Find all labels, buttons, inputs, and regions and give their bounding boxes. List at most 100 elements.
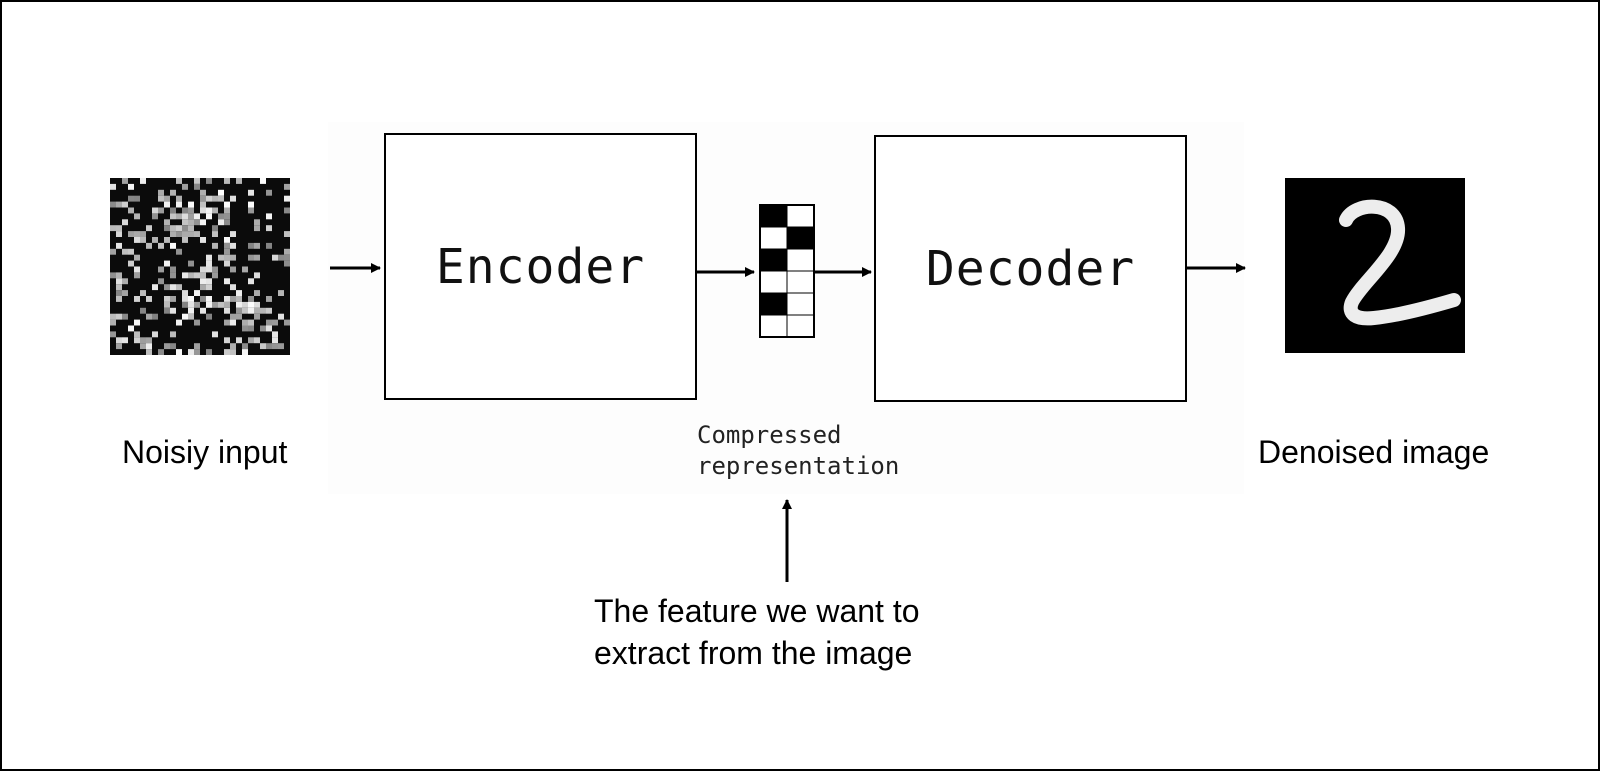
noise-pixel (188, 219, 194, 226)
noise-pixel (230, 242, 236, 249)
noise-pixel (128, 231, 134, 237)
noise-pixel (212, 231, 218, 237)
noise-pixel (266, 225, 272, 232)
noise-pixel (134, 195, 140, 202)
noise-pixel (158, 195, 164, 202)
noise-pixel (170, 284, 176, 291)
noise-pixel (260, 325, 266, 332)
noise-pixel (254, 225, 260, 232)
noise-pixel (116, 225, 122, 232)
noise-pixel (230, 349, 236, 355)
noise-pixel (116, 272, 122, 279)
noise-pixel (254, 290, 260, 296)
noise-pixel (152, 207, 158, 214)
noise-pixel (194, 301, 200, 308)
noise-pixel (134, 331, 140, 338)
noise-pixel (224, 254, 230, 261)
noise-pixel (194, 183, 200, 190)
noise-pixel (254, 337, 260, 344)
denoised-image-label: Denoised image (1258, 434, 1490, 470)
noise-pixel (122, 201, 128, 208)
noise-pixel (182, 301, 188, 308)
noise-pixel (278, 290, 284, 296)
noise-pixel (140, 337, 146, 344)
noise-pixel (116, 313, 122, 320)
noise-pixel (230, 313, 236, 320)
noise-pixel (254, 301, 260, 308)
noise-pixel (140, 237, 146, 243)
noise-pixel (206, 213, 212, 220)
noise-pixel (248, 307, 254, 314)
noise-pixel (266, 213, 272, 220)
noise-pixel (170, 225, 176, 232)
noise-pixel (224, 248, 230, 255)
noise-pixel (206, 296, 212, 302)
noise-pixel (182, 183, 188, 190)
noise-pixel (248, 325, 254, 332)
noise-pixel (128, 207, 134, 214)
noise-pixel (212, 331, 218, 338)
noise-pixel (140, 290, 146, 296)
noise-pixel (224, 307, 230, 314)
noise-pixel (188, 225, 194, 232)
noise-pixel (266, 189, 272, 196)
noise-pixel (206, 260, 212, 267)
noise-pixel (224, 201, 230, 208)
noise-pixel (254, 272, 260, 279)
noise-pixel (200, 237, 206, 243)
noise-pixel (212, 207, 218, 214)
noise-pixel (200, 272, 206, 279)
noise-pixel (170, 331, 176, 338)
noise-pixel (194, 178, 200, 184)
digit-two-stroke (1339, 199, 1461, 326)
noise-pixel (134, 237, 140, 243)
noise-pixel (176, 349, 182, 355)
noise-pixel (248, 337, 254, 344)
noise-pixel (188, 313, 194, 320)
noise-pixel (248, 201, 254, 208)
noise-pixel (284, 260, 290, 267)
noise-pixel (206, 278, 212, 285)
noise-pixel (200, 207, 206, 214)
noise-pixel (152, 313, 158, 320)
noise-pixel (242, 343, 248, 350)
noise-pixel (248, 278, 254, 285)
feature-note: The feature we want to extract from the … (594, 590, 920, 674)
noise-pixel (272, 254, 278, 261)
decoder-label: Decoder (925, 240, 1136, 297)
noise-pixel (140, 231, 146, 237)
denoised-image-background (1285, 178, 1465, 353)
noise-pixel (284, 183, 290, 190)
noise-pixel (188, 272, 194, 279)
noise-pixel (110, 331, 116, 338)
noise-pixel (146, 343, 152, 350)
noise-pixel (230, 195, 236, 202)
noise-pixel (224, 207, 230, 214)
noise-pixel (248, 207, 254, 214)
noise-pixel (200, 189, 206, 196)
noise-pixel (122, 219, 128, 226)
noise-pixel (224, 260, 230, 267)
noise-pixel (116, 284, 122, 291)
noise-pixel (116, 201, 122, 208)
noise-pixel (224, 296, 230, 302)
noise-pixel (254, 307, 260, 314)
noise-pixel (278, 313, 284, 320)
noise-pixel (122, 290, 128, 296)
noise-pixel (194, 231, 200, 237)
noise-pixel (134, 337, 140, 344)
noise-pixel (236, 337, 242, 344)
noise-pixel (182, 219, 188, 226)
noise-pixel (200, 201, 206, 208)
noise-pixel (110, 272, 116, 279)
noise-pixel (206, 301, 212, 308)
noise-pixel (200, 278, 206, 285)
noise-pixel (218, 219, 224, 226)
noise-pixel (176, 319, 182, 326)
noise-pixel (128, 195, 134, 202)
noise-pixel (134, 296, 140, 302)
noise-pixel (242, 319, 248, 326)
noise-pixel (116, 242, 122, 249)
noise-pixel (164, 301, 170, 308)
noise-pixel (218, 213, 224, 220)
